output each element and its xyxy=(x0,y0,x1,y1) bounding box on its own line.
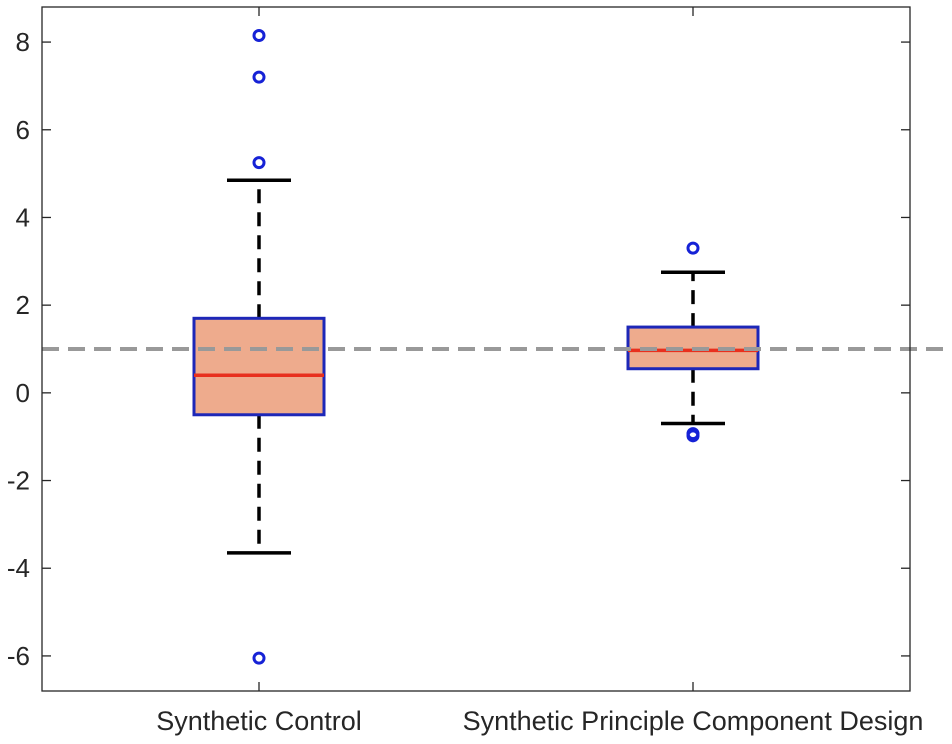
y-tick-label: 4 xyxy=(16,202,30,232)
y-tick-label: -4 xyxy=(7,553,30,583)
outlier-point xyxy=(686,427,700,441)
outlier-point xyxy=(252,29,266,42)
y-tick-label: 6 xyxy=(16,115,30,145)
box-layer xyxy=(192,178,760,555)
axes-frame xyxy=(41,6,911,692)
iqr-box xyxy=(192,316,326,417)
tick-layer xyxy=(42,7,910,691)
outlier-layer xyxy=(252,29,700,665)
outlier-point xyxy=(252,156,266,170)
y-tick-label: 0 xyxy=(16,378,30,408)
outlier-point xyxy=(252,651,266,665)
x-category-label: Synthetic Control xyxy=(156,706,362,736)
outlier-point xyxy=(252,70,266,84)
y-tick-label: 8 xyxy=(16,27,30,57)
y-tick-label: 2 xyxy=(16,290,30,320)
y-tick-label: -2 xyxy=(7,466,30,496)
box-series-1 xyxy=(192,178,326,555)
outlier-point xyxy=(686,241,700,255)
y-tick-label: -6 xyxy=(7,641,30,671)
x-category-label: Synthetic Principle Component Design xyxy=(463,706,924,736)
